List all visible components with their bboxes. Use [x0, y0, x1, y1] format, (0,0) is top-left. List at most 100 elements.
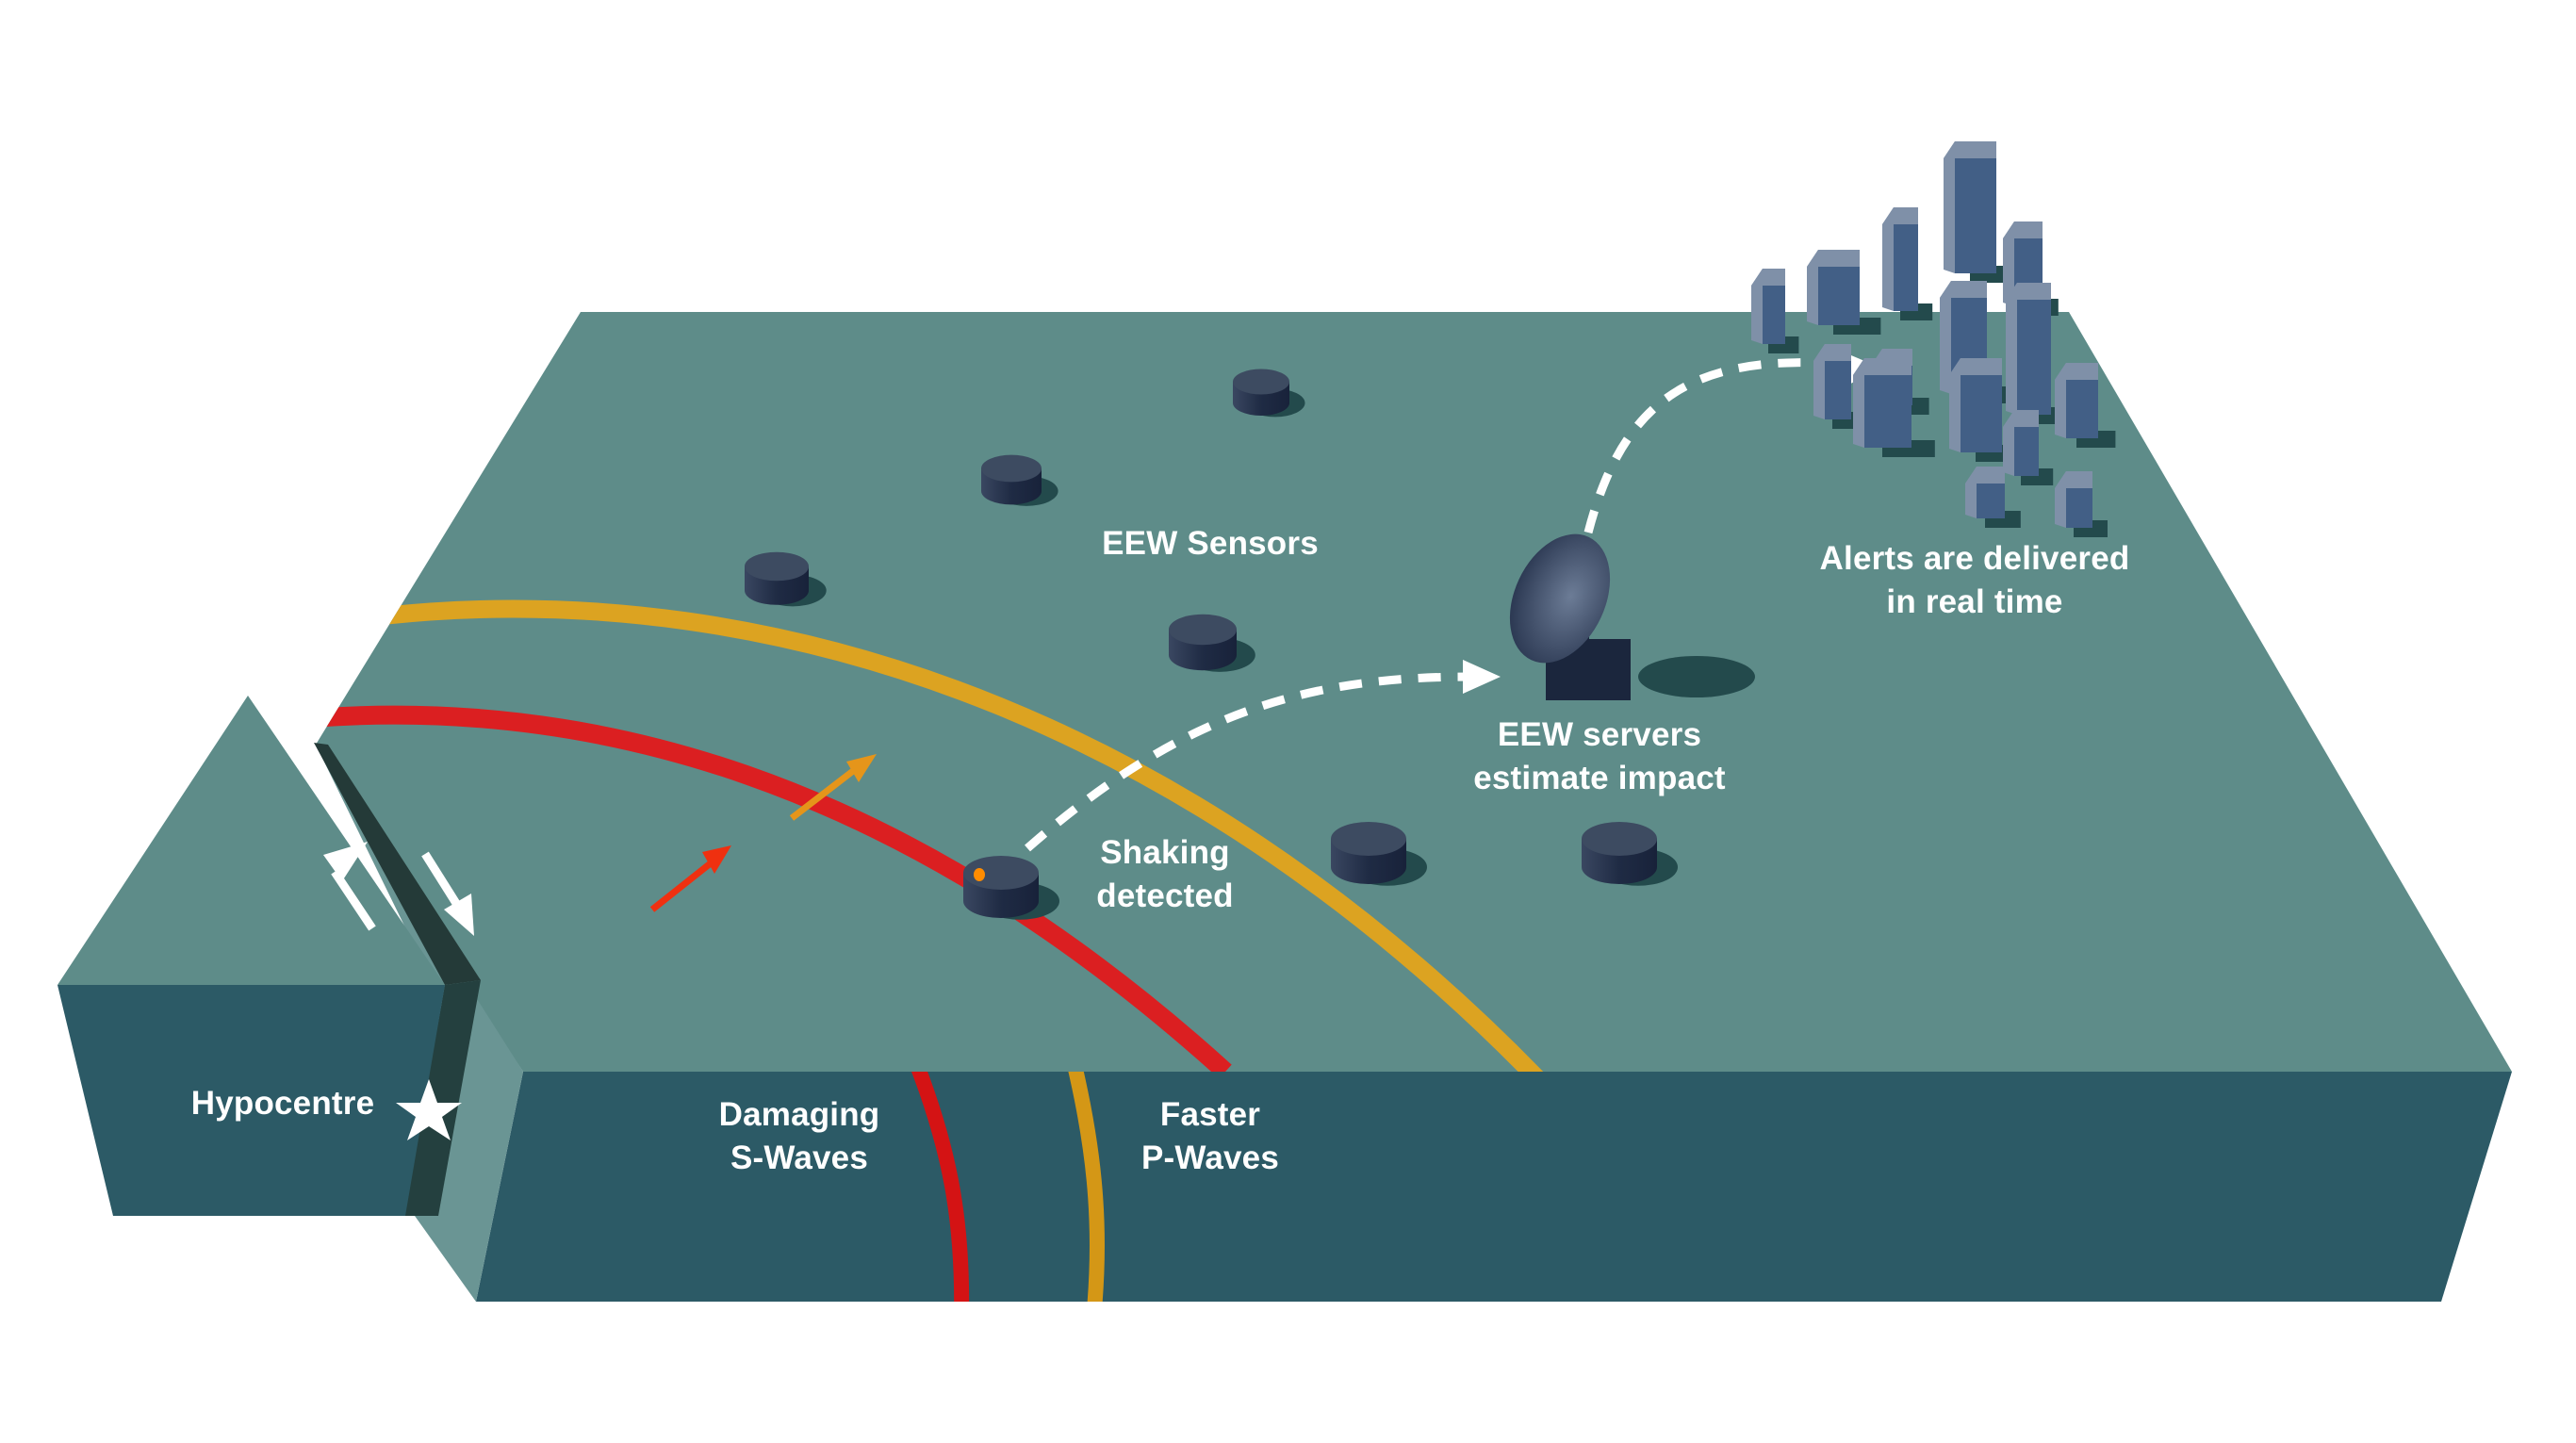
building [1751, 269, 1799, 353]
alerts-label-line2: in real time [1886, 583, 2063, 620]
p-wave-arc-front [1058, 1072, 1106, 1302]
building-side [1813, 344, 1825, 419]
arrow-up-left-icon [323, 842, 376, 931]
building-front [1818, 267, 1860, 325]
building-side [1751, 269, 1763, 344]
servers-label-line2: estimate impact [1473, 760, 1726, 796]
hypocentre-label: Hypocentre [190, 1085, 375, 1122]
sensors-label: EEW Sensors [1102, 525, 1319, 562]
data-path-arrowhead-1 [1463, 660, 1501, 694]
building-top [2006, 283, 2051, 300]
sensors-group [745, 369, 1678, 920]
building-front [2066, 380, 2098, 438]
sensor [1331, 822, 1427, 886]
building-top [1807, 250, 1860, 267]
building-top [1940, 281, 1987, 298]
sensor-triggered [963, 856, 1059, 920]
building-side [1853, 358, 1864, 448]
sensor-top [1169, 614, 1237, 646]
s-wave-arrow-icon [649, 845, 731, 912]
building-front [1977, 484, 2005, 518]
sensor [1233, 369, 1305, 418]
building [1949, 358, 2024, 462]
building-top [1965, 467, 2005, 484]
shaking-label: Shaking detected [1096, 831, 1234, 918]
building-front [1961, 375, 2002, 452]
sensor-top [1233, 369, 1289, 395]
sensor-top [745, 551, 809, 582]
sensor-top [963, 856, 1039, 890]
building [1853, 358, 1935, 457]
s-waves-label-line1: Damaging [718, 1096, 880, 1133]
servers-label-line1: EEW servers [1497, 716, 1702, 753]
building-front [2066, 488, 2092, 528]
s-wave-arc-front [902, 1072, 970, 1302]
building-top [1813, 344, 1851, 361]
building-side [2055, 363, 2066, 438]
servers-label: EEW servers estimate impact [1473, 713, 1726, 800]
hypocentre-block-top [57, 696, 445, 985]
building-front [1825, 361, 1851, 419]
fault-side-face [316, 745, 523, 1302]
building-side [2003, 221, 2014, 306]
shaking-label-line2: detected [1096, 877, 1234, 914]
building-side [1807, 250, 1818, 325]
building-side [1882, 207, 1894, 311]
p-waves-label-line2: P-Waves [1141, 1140, 1279, 1176]
trigger-dot [974, 868, 985, 881]
building [1882, 207, 1933, 320]
satellite-dish-icon [1509, 533, 1755, 700]
building-top [2055, 471, 2092, 488]
top-wave-arcs [316, 599, 1619, 1072]
building-side [2006, 283, 2017, 415]
s-waves-label-line2: S-Waves [730, 1140, 868, 1176]
sensor [1169, 614, 1255, 672]
building-top [1751, 269, 1785, 286]
building-top [1882, 207, 1918, 224]
p-waves-label-line1: Faster [1159, 1096, 1261, 1133]
sensor-top [1582, 822, 1657, 856]
sensor-top [1331, 822, 1406, 856]
p-wave-arrow-icon [789, 754, 877, 821]
data-path-server-to-city [1583, 358, 1820, 534]
alerts-label-line1: Alerts are delivered [1819, 540, 2130, 577]
building-top [1853, 358, 1911, 375]
arrow-down-right-icon [421, 851, 474, 936]
p-waves-label: Faster P-Waves [1141, 1093, 1279, 1180]
building-top [1944, 141, 1996, 158]
shaking-label-line1: Shaking [1100, 834, 1230, 871]
building-top [2003, 221, 2043, 238]
sensor [1582, 822, 1678, 886]
building-front [1763, 286, 1785, 344]
building-front [1894, 224, 1918, 311]
alerts-label: Alerts are delivered in real time [1820, 537, 2130, 624]
building-front [2017, 300, 2051, 415]
building-front [1864, 375, 1911, 448]
ground-top-surface [316, 312, 2512, 1072]
s-wave-arc-top [316, 705, 1232, 1072]
sensor-top [981, 454, 1042, 483]
building-side [1949, 358, 1961, 452]
fault-plane [314, 743, 481, 985]
sensor [981, 454, 1058, 506]
building [2055, 363, 2116, 448]
ground-front-face [476, 1072, 2512, 1302]
building-side [1940, 281, 1951, 394]
building [2003, 410, 2054, 485]
sensor [745, 551, 827, 607]
p-wave-arc-top [386, 599, 1619, 1072]
hypocentre-block-front [57, 985, 445, 1216]
building-top [2055, 363, 2098, 380]
buildings-icon [1751, 141, 2116, 537]
front-wave-arcs [902, 1072, 1106, 1302]
building-top [1949, 358, 2002, 375]
data-path-sensor-to-server [1025, 672, 1471, 852]
star-icon [396, 1079, 462, 1140]
building-front [2014, 427, 2039, 476]
building-top [2003, 410, 2039, 427]
building [1807, 250, 1881, 335]
building [2055, 471, 2108, 537]
fault-plane-lower [403, 980, 481, 1216]
building-front [1955, 158, 1996, 273]
